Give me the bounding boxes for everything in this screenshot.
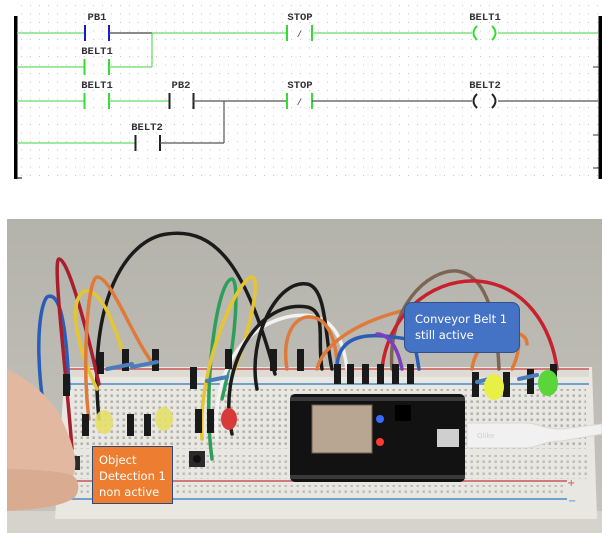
led-green-lit: [538, 370, 558, 396]
breadboard-illustration: + −: [7, 219, 602, 533]
wire-black-3: [253, 282, 334, 391]
usb-cable: Olike: [466, 422, 602, 449]
callout-object-detection-1: Object Detection 1 non active: [92, 446, 173, 504]
belt1-coil-right[interactable]: [491, 25, 497, 41]
resistors: [105, 360, 539, 384]
belt1-coil-left[interactable]: [472, 25, 478, 41]
positive-rail-mark: +: [567, 478, 575, 489]
wire-green: [207, 277, 238, 461]
stop2-label: STOP: [287, 80, 312, 92]
led-red: [221, 408, 237, 430]
wire-purple: [375, 332, 404, 371]
callout-conveyor-belt-1: Conveyor Belt 1 still active: [404, 302, 520, 353]
wire-orange-1: [83, 275, 159, 421]
jumper-connectors: [63, 349, 557, 436]
pb2-label: PB2: [172, 80, 191, 92]
esp32-red-led: [376, 438, 384, 446]
grid-dots: [18, 4, 598, 180]
callout-line: Conveyor Belt 1: [415, 312, 508, 326]
rung-2: BELT1 PB2 BELT2 / STOP BELT2: [17, 80, 598, 151]
left-power-rail: [14, 16, 18, 179]
esp32-blue-led: [376, 415, 384, 423]
led-yellow-lit: [484, 374, 504, 400]
wire-red-right: [380, 279, 559, 371]
callout-line: Object: [99, 453, 137, 467]
pb1-label: PB1: [88, 12, 107, 24]
ladder-diagram: PB1 BELT1 / STOP BELT1 BELT1 PB2: [14, 4, 602, 180]
hand: [7, 369, 79, 511]
belt2-hold-label: BELT2: [131, 122, 163, 134]
negative-rail-mark: −: [568, 496, 576, 507]
led-yellow-1: [95, 410, 113, 434]
stop1-label: STOP: [287, 12, 312, 24]
stop1-nc-slash: /: [297, 30, 302, 40]
breadboard-photo: + −: [7, 219, 602, 533]
belt1-hold-label: BELT1: [81, 46, 113, 58]
callout-line: still active: [415, 328, 474, 342]
esp32-board: [290, 394, 465, 482]
callout-line: non active: [99, 485, 160, 499]
wire-yellow-1: [73, 289, 129, 391]
callout-line: Detection 1: [99, 469, 166, 483]
right-power-rail: [598, 16, 602, 179]
belt1-coil-label: BELT1: [469, 12, 501, 24]
belt2-coil-left[interactable]: [472, 93, 478, 109]
wire-black-long: [95, 231, 277, 421]
leds: [95, 370, 558, 434]
rung-1: PB1 BELT1 / STOP BELT1: [17, 12, 598, 75]
led-yellow-2: [155, 407, 173, 431]
cable-brand: Olike: [477, 432, 495, 440]
stop2-nc-slash: /: [297, 98, 302, 108]
belt2-coil-label: BELT2: [469, 80, 501, 92]
wire-blue-right: [335, 333, 421, 371]
wire-black-2: [227, 304, 324, 436]
wire-white: [214, 313, 349, 441]
belt2-coil-right[interactable]: [491, 93, 497, 109]
belt1-label: BELT1: [81, 80, 113, 92]
